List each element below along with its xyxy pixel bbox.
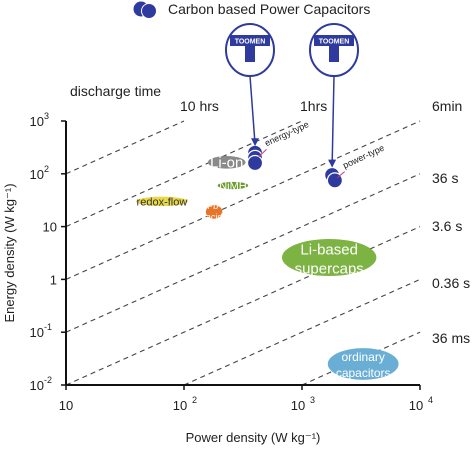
x-tick-label: 10 [409,398,423,413]
annotation-leader [258,149,267,158]
badge-bar [314,35,354,46]
discharge-label: 10 hrs [180,98,219,114]
discharge-label: 1hrs [300,98,327,114]
region-label: supercaps [295,260,364,277]
badge-arrowhead [328,159,337,168]
y-tick-label: 10 [30,378,44,393]
x-tick-label: 10 [173,398,187,413]
discharge-label: 36 s [432,170,458,186]
discharge-line [65,226,421,386]
region-label: capacitors [336,366,391,380]
discharge-line [183,278,421,386]
region-ellipse [327,348,399,380]
discharge-label: 3.6 s [432,218,462,234]
brand-badges: TOOMEN TOOMEN [225,23,359,168]
legend-label: Carbon based Power Capacitors [168,1,370,17]
region-ellipse [281,239,377,276]
region-label: acid [206,212,223,222]
x-tick-label: 10 [291,398,305,413]
region-label: Li-on [210,155,243,172]
y-tick-label: 1 [50,272,57,287]
region-label: redox-flow [137,196,188,208]
region-ellipse [217,181,249,190]
region-label: ordinary [342,350,385,364]
annotation-label: energy-type [263,119,310,148]
y-tick-label: 10 [43,220,57,235]
discharge-time-title: discharge time [70,83,161,99]
labels: 10 hrs 1hrs 6min 36 s 3.6 s 0.36 s 36 ms discha… [2,1,470,445]
discharge-line [65,120,421,280]
x-tick-sup: 2 [192,395,197,405]
badge-arrowhead [251,138,260,147]
x-axis-label: Power density (W kg⁻¹) [186,430,321,445]
region-ellipse [135,196,188,207]
region-label: NiMH [219,180,247,192]
badge-stem [245,46,255,62]
y-tick-label: 10 [30,114,44,129]
badge-bar [230,35,270,46]
x-tick-sup: 4 [428,395,433,405]
badge-stem [329,46,339,62]
discharge-line [65,173,421,333]
region-label: Li-based [300,241,358,258]
y-tick-label: 10 [30,325,44,340]
y-tick-sup: -1 [44,322,52,332]
discharge-label: 0.36 s [432,275,470,291]
badge-label: TOOMEN [235,39,266,46]
discharge-label: 6min [432,98,462,114]
y-tick-sup: 2 [44,164,49,174]
discharge-line [65,120,185,175]
x-tick-label: 10 [59,398,73,413]
discharge-line [65,120,303,228]
annotation-leader [337,171,346,178]
y-tick-sup: 3 [44,111,49,121]
y-tick-sup: -2 [44,375,52,385]
legend-marker [141,3,157,19]
badge-arrow [249,75,256,145]
region-label: Pb- [207,201,221,211]
region-ellipse [207,155,246,169]
capacitor-point [246,154,264,172]
badge-label: TOOMEN [319,39,350,46]
region-ellipse [205,205,223,219]
discharge-label: 36 ms [432,330,470,346]
y-axis-label: Energy density (W kg⁻¹) [2,183,17,322]
badge-arrow [331,75,335,166]
y-tick-label: 10 [30,167,44,182]
x-tick-sup: 3 [310,395,315,405]
